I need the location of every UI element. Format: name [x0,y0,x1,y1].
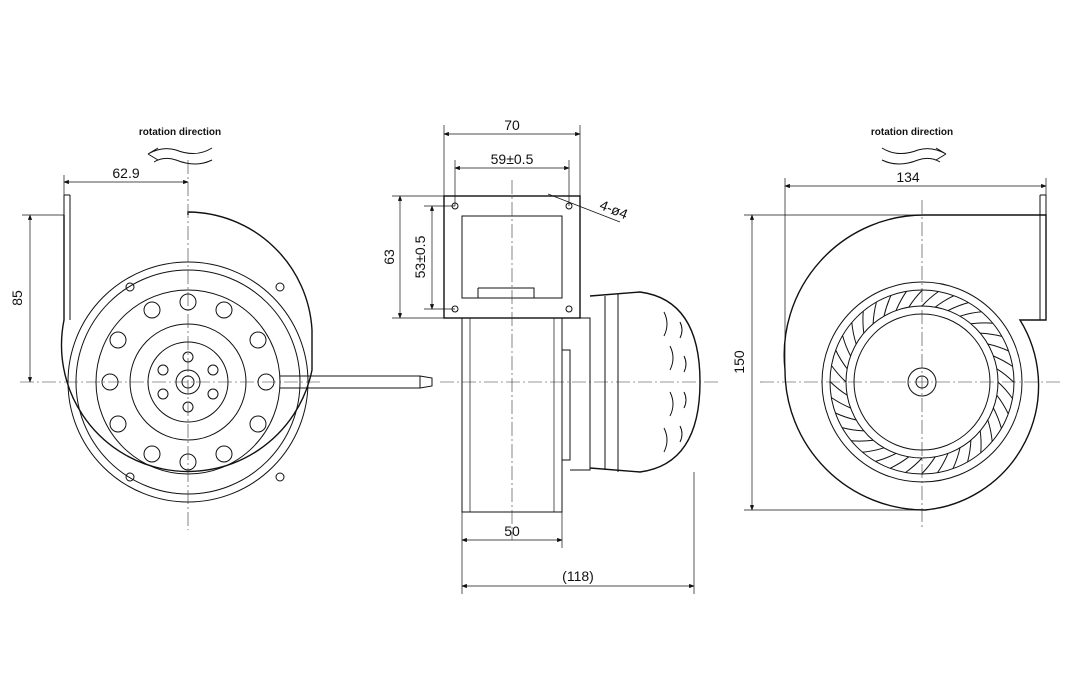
impeller-blade [862,311,865,334]
dim-62-9: 62.9 [112,165,139,181]
dim-63: 63 [381,249,397,265]
impeller-blade [851,439,874,442]
impeller-blade [937,453,949,473]
impeller-blade [996,394,1009,415]
right-view: 134 150 rotation direction [731,127,1060,530]
impeller-blade [987,419,993,442]
impeller-blade [872,301,877,324]
rotation-arrow-left [147,147,213,165]
impeller-blade [970,322,993,325]
impeller-blade [831,397,851,409]
impeller-blade [992,407,1002,429]
impeller-blade [980,332,1003,337]
rotation-label-right: rotation direction [871,127,953,138]
impeller-blade [829,381,848,396]
impeller-blade [947,302,969,312]
impeller-blade [921,456,936,475]
dim-53: 53±0.5 [412,235,428,278]
rotation-arrow-right [881,147,947,165]
impeller-blade [895,291,907,311]
dim-50: 50 [504,523,520,539]
rotation-label-left: rotation direction [139,127,221,138]
impeller-blade [967,440,972,463]
impeller-blade [934,295,955,308]
impeller-blade [875,452,897,462]
impeller-blades [829,289,1015,475]
impeller-blade [996,368,1015,383]
impeller-blade [889,456,910,469]
impeller-blade [883,295,892,317]
impeller-blade [835,412,857,421]
impeller-blade [997,381,1013,399]
dim-59: 59±0.5 [491,151,534,167]
impeller-blade [959,311,982,317]
impeller-blade [987,343,1009,352]
impeller-blade [993,355,1013,367]
impeller-blade [905,457,923,473]
dim-134: 134 [896,169,920,185]
impeller-blade [841,427,864,432]
impeller-blade [921,291,939,307]
impeller-blade [862,447,885,453]
impeller-blade [842,335,852,357]
impeller-blade [908,289,923,308]
impeller-blade [952,447,961,469]
dim-118: (118) [562,568,594,584]
impeller-blade [835,349,848,370]
dim-150: 150 [731,350,747,374]
dim-70: 70 [504,117,520,133]
impeller-blade [979,430,982,453]
impeller-blade [831,365,847,383]
dim-holes: 4-ø4 [598,197,631,223]
left-view: 62.9 85 rotation direction [9,127,433,530]
middle-view: 70 59±0.5 4-ø4 63 53±0.5 50 (118) [381,117,720,594]
impeller-blade [851,322,857,345]
dim-85: 85 [9,290,25,306]
